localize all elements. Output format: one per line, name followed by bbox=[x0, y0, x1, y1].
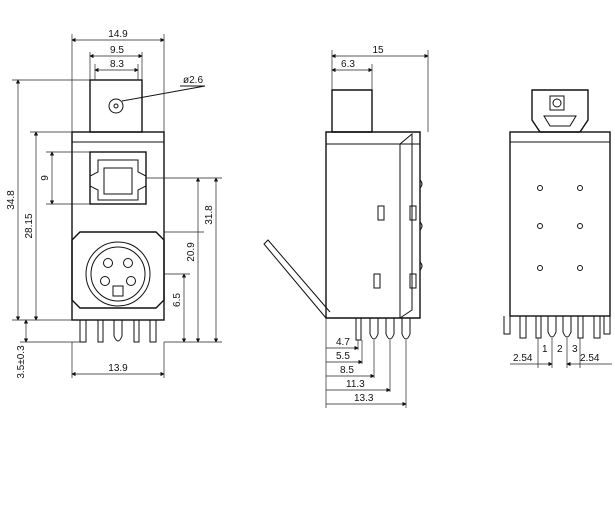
rear-dot bbox=[577, 185, 583, 191]
dim-pin-length: 3.5±0.3 bbox=[16, 345, 27, 379]
side-view: 15 6.3 4.7 5.5 8.5 11.3 13.3 bbox=[263, 45, 429, 408]
rear-lead-3 bbox=[547, 316, 557, 338]
side-bump bbox=[419, 179, 423, 189]
pin-number-3: 3 bbox=[572, 344, 578, 355]
rear-body bbox=[509, 131, 611, 317]
side-lead-3 bbox=[385, 318, 395, 340]
din-pin-2 bbox=[123, 258, 133, 268]
rear-lead-2 bbox=[535, 315, 542, 339]
rear-lead-6 bbox=[593, 315, 601, 339]
dim-hole-diameter: ø2.6 bbox=[183, 75, 203, 86]
din-pin-1 bbox=[103, 258, 113, 268]
side-lead-1 bbox=[355, 317, 362, 341]
din-pin-3 bbox=[100, 276, 110, 286]
dim-pin-8-5: 8.5 bbox=[340, 365, 354, 376]
front-lead-2 bbox=[97, 319, 104, 343]
dim-optical-height: 9 bbox=[40, 175, 51, 181]
side-upper-tab bbox=[331, 89, 373, 133]
pin-number-1: 1 bbox=[542, 344, 548, 355]
optical-port-shape bbox=[89, 159, 147, 201]
rear-dot bbox=[537, 265, 543, 271]
dim-upper-width: 9.5 bbox=[110, 45, 124, 56]
side-body bbox=[325, 131, 421, 319]
dim-pin-4-7: 4.7 bbox=[336, 337, 350, 348]
dim-pin-5-5: 5.5 bbox=[336, 351, 350, 362]
dim-depth: 15 bbox=[372, 45, 384, 56]
dim-height-6-5: 6.5 bbox=[172, 293, 183, 307]
rear-tab-slot bbox=[543, 115, 577, 127]
rear-tab-hole bbox=[552, 98, 562, 108]
dim-height-31-8: 31.8 bbox=[204, 205, 215, 225]
pin-number-2: 2 bbox=[557, 344, 563, 355]
din-port-frame bbox=[71, 231, 165, 309]
rear-dot bbox=[577, 265, 583, 271]
dim-pitch-left: 2.54 bbox=[513, 353, 533, 364]
side-window-4 bbox=[409, 273, 417, 289]
dim-pin-11-3: 11.3 bbox=[346, 379, 365, 390]
front-upper-tab bbox=[89, 79, 143, 133]
rear-lead-1 bbox=[519, 315, 527, 339]
dim-pitch-right: 2.54 bbox=[580, 353, 600, 364]
side-shield bbox=[332, 132, 413, 319]
front-view: 14.9 9.5 8.3 ø2.6 34.8 28.15 9 31.8 bbox=[6, 29, 222, 379]
mounting-hole-center bbox=[113, 103, 119, 109]
side-bump bbox=[419, 261, 423, 271]
hole-leader bbox=[121, 85, 206, 102]
side-window-2 bbox=[409, 205, 417, 221]
rear-view: 2.54 2.54 1 2 3 bbox=[503, 89, 612, 368]
dim-inner-width: 8.3 bbox=[110, 59, 124, 70]
din-pin-4 bbox=[126, 276, 136, 286]
front-lead-1 bbox=[79, 319, 87, 343]
dim-base-width: 13.9 bbox=[108, 363, 128, 374]
din-socket-inner bbox=[90, 246, 146, 302]
rear-lead-5 bbox=[577, 315, 584, 339]
din-key bbox=[112, 285, 124, 297]
front-lead-4 bbox=[133, 319, 140, 343]
dim-overall-width: 14.9 bbox=[108, 29, 128, 40]
side-lead-4 bbox=[401, 318, 411, 340]
rear-tab-notch bbox=[549, 95, 565, 111]
side-bump bbox=[419, 221, 423, 231]
dim-overall-height: 34.8 bbox=[6, 190, 17, 210]
dim-body-height: 28.15 bbox=[24, 213, 35, 238]
side-window-3 bbox=[373, 273, 381, 289]
optical-port-inner bbox=[103, 167, 133, 195]
side-window-1 bbox=[377, 205, 385, 221]
dim-height-20-9: 20.9 bbox=[186, 242, 197, 262]
rear-side-lead-right bbox=[603, 316, 611, 335]
front-lead-3 bbox=[113, 320, 123, 342]
rear-dot bbox=[537, 223, 543, 229]
din-socket-outer bbox=[85, 241, 151, 307]
dim-pin-13-3: 13.3 bbox=[354, 393, 374, 404]
side-lead-2 bbox=[369, 318, 379, 340]
side-spring-tab bbox=[263, 239, 331, 319]
rear-side-lead-left bbox=[503, 316, 511, 335]
rear-dot bbox=[577, 223, 583, 229]
rear-lead-4 bbox=[562, 316, 572, 338]
rear-dot bbox=[537, 185, 543, 191]
mounting-hole-front bbox=[108, 98, 124, 114]
front-lead-5 bbox=[149, 319, 157, 343]
dim-tab-depth: 6.3 bbox=[341, 59, 355, 70]
